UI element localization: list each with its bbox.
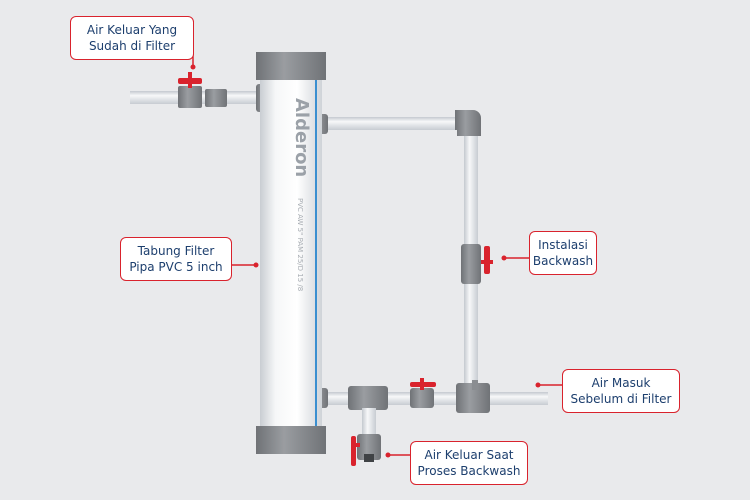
label-tube-line-2: Pipa PVC 5 inch: [129, 260, 223, 274]
label-backwash-line-1: Instalasi: [538, 238, 588, 252]
label-inlet-line-1: Air Masuk: [591, 376, 651, 390]
brand-logo-text: Alderon: [291, 98, 312, 177]
drain-valve-handle-icon: [351, 436, 360, 466]
label-outlet-line-1: Air Keluar Yang: [86, 23, 178, 37]
filter-tube: [256, 52, 326, 454]
leader-dots: [190, 64, 541, 458]
label-drain-line-2: Proses Backwash: [417, 464, 521, 478]
label-tube-line-1: Tabung Filter: [137, 244, 215, 258]
bottom-cap: [256, 426, 326, 454]
label-inlet-line-2: Sebelum di Filter: [570, 392, 672, 406]
backwash-valve-handle-icon: [481, 246, 493, 274]
top-cap: [256, 52, 326, 80]
label-tube: Tabung Filter Pipa PVC 5 inch: [120, 237, 232, 281]
drain-pipe: [357, 408, 381, 462]
label-outlet: Air Keluar Yang Sudah di Filter: [70, 16, 194, 60]
label-backwash-line-2: Backwash: [532, 254, 594, 268]
tube-spec-text: PVC AW 5" PAM 25/D 15 /8: [296, 198, 304, 291]
label-backwash: Instalasi Backwash: [529, 231, 597, 275]
tube-brand-print: Alderon PVC AW 5" PAM 25/D 15 /8: [291, 98, 312, 291]
outlet-pipe: [130, 84, 274, 112]
outlet-valve-body: [178, 86, 202, 108]
label-drain: Air Keluar Saat Proses Backwash: [410, 441, 528, 485]
label-drain-line-1: Air Keluar Saat: [424, 448, 514, 462]
outlet-valve-handle-icon: [178, 72, 202, 88]
label-inlet: Air Masuk Sebelum di Filter: [562, 369, 680, 413]
backwash-piping: [310, 110, 481, 390]
inlet-valve-handle-icon: [410, 378, 436, 390]
backwash-valve-body: [461, 244, 481, 284]
label-outlet-line-2: Sudah di Filter: [88, 39, 176, 53]
